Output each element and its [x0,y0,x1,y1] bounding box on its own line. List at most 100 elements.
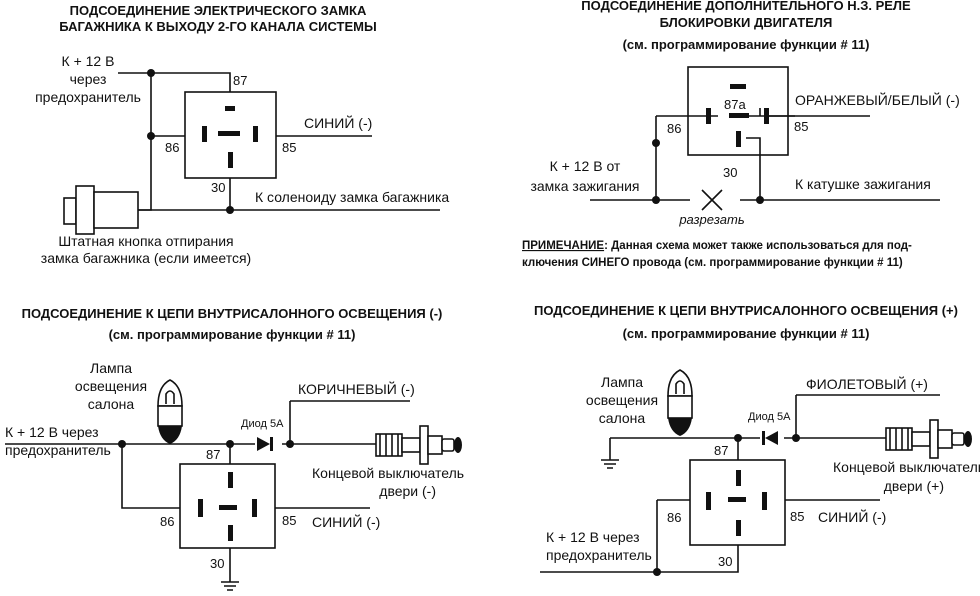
d4-title-line1: ПОДСОЕДИНЕНИЕ К ЦЕПИ ВНУТРИСАЛОННОГО ОСВ… [534,303,958,318]
d3-pin-30: 30 [210,556,224,571]
d2-ignition-label-2: замка зажигания [530,178,639,194]
d2-pin-86: 86 [667,121,681,136]
d2-title-line3: (см. программирование функции # 11) [623,37,870,52]
d1-button-label-2: замка багажника (если имеется) [41,250,251,266]
d2-junction [652,139,660,147]
d1-wire-87 [118,72,231,92]
d2-relay-contact [729,113,749,118]
d3-relay-contact [228,472,233,488]
d4-relay-contact [736,520,741,536]
d2-ignition-label-1: К + 12 В от [550,158,621,174]
d4-door-switch-icon [885,419,972,459]
d1-junction [147,69,155,77]
d2-cut-label: разрезать [678,212,744,227]
d2-relay-contact [736,131,741,147]
d1-pin-85: 85 [282,140,296,155]
d4-junction [792,434,800,442]
d1-relay-contact [225,106,235,111]
d3-title-line2: (см. программирование функции # 11) [109,327,356,342]
d2-note-text-1: : Данная схема может также использоватьс… [604,240,912,252]
d2-junction [652,196,660,204]
d1-wire-86 [150,73,185,137]
d3-pin-86: 86 [160,514,174,529]
d3-junction [226,440,234,448]
d1-wire-blue-label: СИНИЙ (-) [304,114,372,131]
d1-pin-86: 86 [165,140,179,155]
d1-wire-button [138,136,152,211]
d3-pin-85: 85 [282,513,296,528]
d4-relay-contact [728,497,746,502]
d1-junction [147,132,155,140]
d4-power-label-1: К + 12 В через [546,529,640,545]
d4-relay-contact [706,492,711,510]
d2-relay-contact [764,108,769,124]
d3-relay-contact [228,525,233,541]
d4-power-label-2: предохранитель [546,547,652,563]
d2-coil-label: К катушке зажигания [795,176,931,192]
d4-pin-85: 85 [790,509,804,524]
d3-lamp-icon [157,379,183,444]
d2-note-label: ПРИМЕЧАНИЕ [522,240,604,252]
diagram-interior-light-positive: ПОДСОЕДИНЕНИЕ К ЦЕПИ ВНУТРИСАЛОННОГО ОСВ… [534,303,980,576]
d4-pin-86: 86 [667,510,681,525]
d4-diode-label: Диод 5А [748,411,791,423]
d4-lamp-label-2: освещения [586,392,658,408]
d1-relay-contact [202,126,207,142]
d1-power-label-2: через [70,71,107,87]
d3-door-switch-icon [375,425,462,465]
d2-title-line1: ПОДСОЕДИНЕНИЕ ДОПОЛНИТЕЛЬНОГО Н.З. РЕЛЕ [581,0,911,13]
d3-ground-icon [221,548,239,591]
d1-power-label-3: предохранитель [35,89,141,105]
d3-wire-86 [121,444,180,509]
d3-relay-contact [219,505,237,510]
d2-title-line2: БЛОКИРОВКИ ДВИГАТЕЛЯ [660,15,833,30]
d1-pin-87: 87 [233,73,247,88]
d4-switch-label-2: двери (+) [884,478,944,494]
d3-title-line1: ПОДСОЕДИНЕНИЕ К ЦЕПИ ВНУТРИСАЛОННОГО ОСВ… [22,306,443,321]
d3-lamp-label-3: салона [88,396,135,412]
d1-title-line1: ПОДСОЕДИНЕНИЕ ЭЛЕКТРИЧЕСКОГО ЗАМКА [70,3,367,18]
diagram-trunk-lock: ПОДСОЕДИНЕНИЕ ЭЛЕКТРИЧЕСКОГО ЗАМКА БАГАЖ… [35,3,449,266]
d2-note-line1: ПРИМЕЧАНИЕ: Данная схема может также исп… [522,240,912,252]
d2-cut-icon [701,189,723,211]
d4-wire-30 [540,545,739,573]
d3-power-label-1: К + 12 В через [5,424,99,440]
d4-junction [653,568,661,576]
d4-wire-violet-label: ФИОЛЕТОВЫЙ (+) [806,375,928,392]
diagram-interior-light-negative: ПОДСОЕДИНЕНИЕ К ЦЕПИ ВНУТРИСАЛОННОГО ОСВ… [5,306,464,591]
d3-relay-contact [252,499,257,517]
d3-lamp-label-1: Лампа [90,360,132,376]
d3-pin-87: 87 [206,447,220,462]
d3-lamp-label-2: освещения [75,378,147,394]
d4-relay-contact [736,470,741,486]
d4-relay-contact [762,492,767,510]
d4-wire-blue-label: СИНИЙ (-) [818,508,886,525]
d1-relay-contact [228,152,233,168]
d3-relay-contact [198,499,203,517]
d2-wire-30 [746,137,761,200]
d4-switch-label-1: Концевой выключатель [833,459,980,475]
d4-title-line2: (см. программирование функции # 11) [623,326,870,341]
trunk-button-icon [63,185,139,235]
d2-note-line2: ключения СИНЕГО провода (см. программиро… [522,257,903,269]
d2-pin-85: 85 [794,119,808,134]
diagram-immobilizer-relay: ПОДСОЕДИНЕНИЕ ДОПОЛНИТЕЛЬНОГО Н.З. РЕЛЕ … [522,0,960,269]
d4-lamp-label-1: Лампа [601,374,643,390]
d1-power-label-1: К + 12 В [62,53,115,69]
d4-diode-icon [762,431,778,445]
d1-solenoid-label: К соленоиду замка багажника [255,189,449,205]
d3-switch-label-2: двери (-) [379,483,436,499]
d2-relay-contact [730,84,746,89]
d3-wire-brown-label: КОРИЧНЕВЫЙ (-) [298,380,415,397]
d2-pin-30: 30 [723,165,737,180]
d3-diode-icon [257,437,273,451]
d3-wire-blue-label: СИНИЙ (-) [312,513,380,530]
d4-pin-87: 87 [714,443,728,458]
d1-relay-contact [218,131,240,136]
d3-power-label-2: предохранитель [5,442,111,458]
d2-wire-orange-label: ОРАНЖЕВЫЙ/БЕЛЫЙ (-) [795,91,960,108]
d1-title-line2: БАГАЖНИКА К ВЫХОДУ 2-ГО КАНАЛА СИСТЕМЫ [59,19,376,34]
d3-diode-label: Диод 5А [241,418,284,430]
d1-relay-contact [253,126,258,142]
